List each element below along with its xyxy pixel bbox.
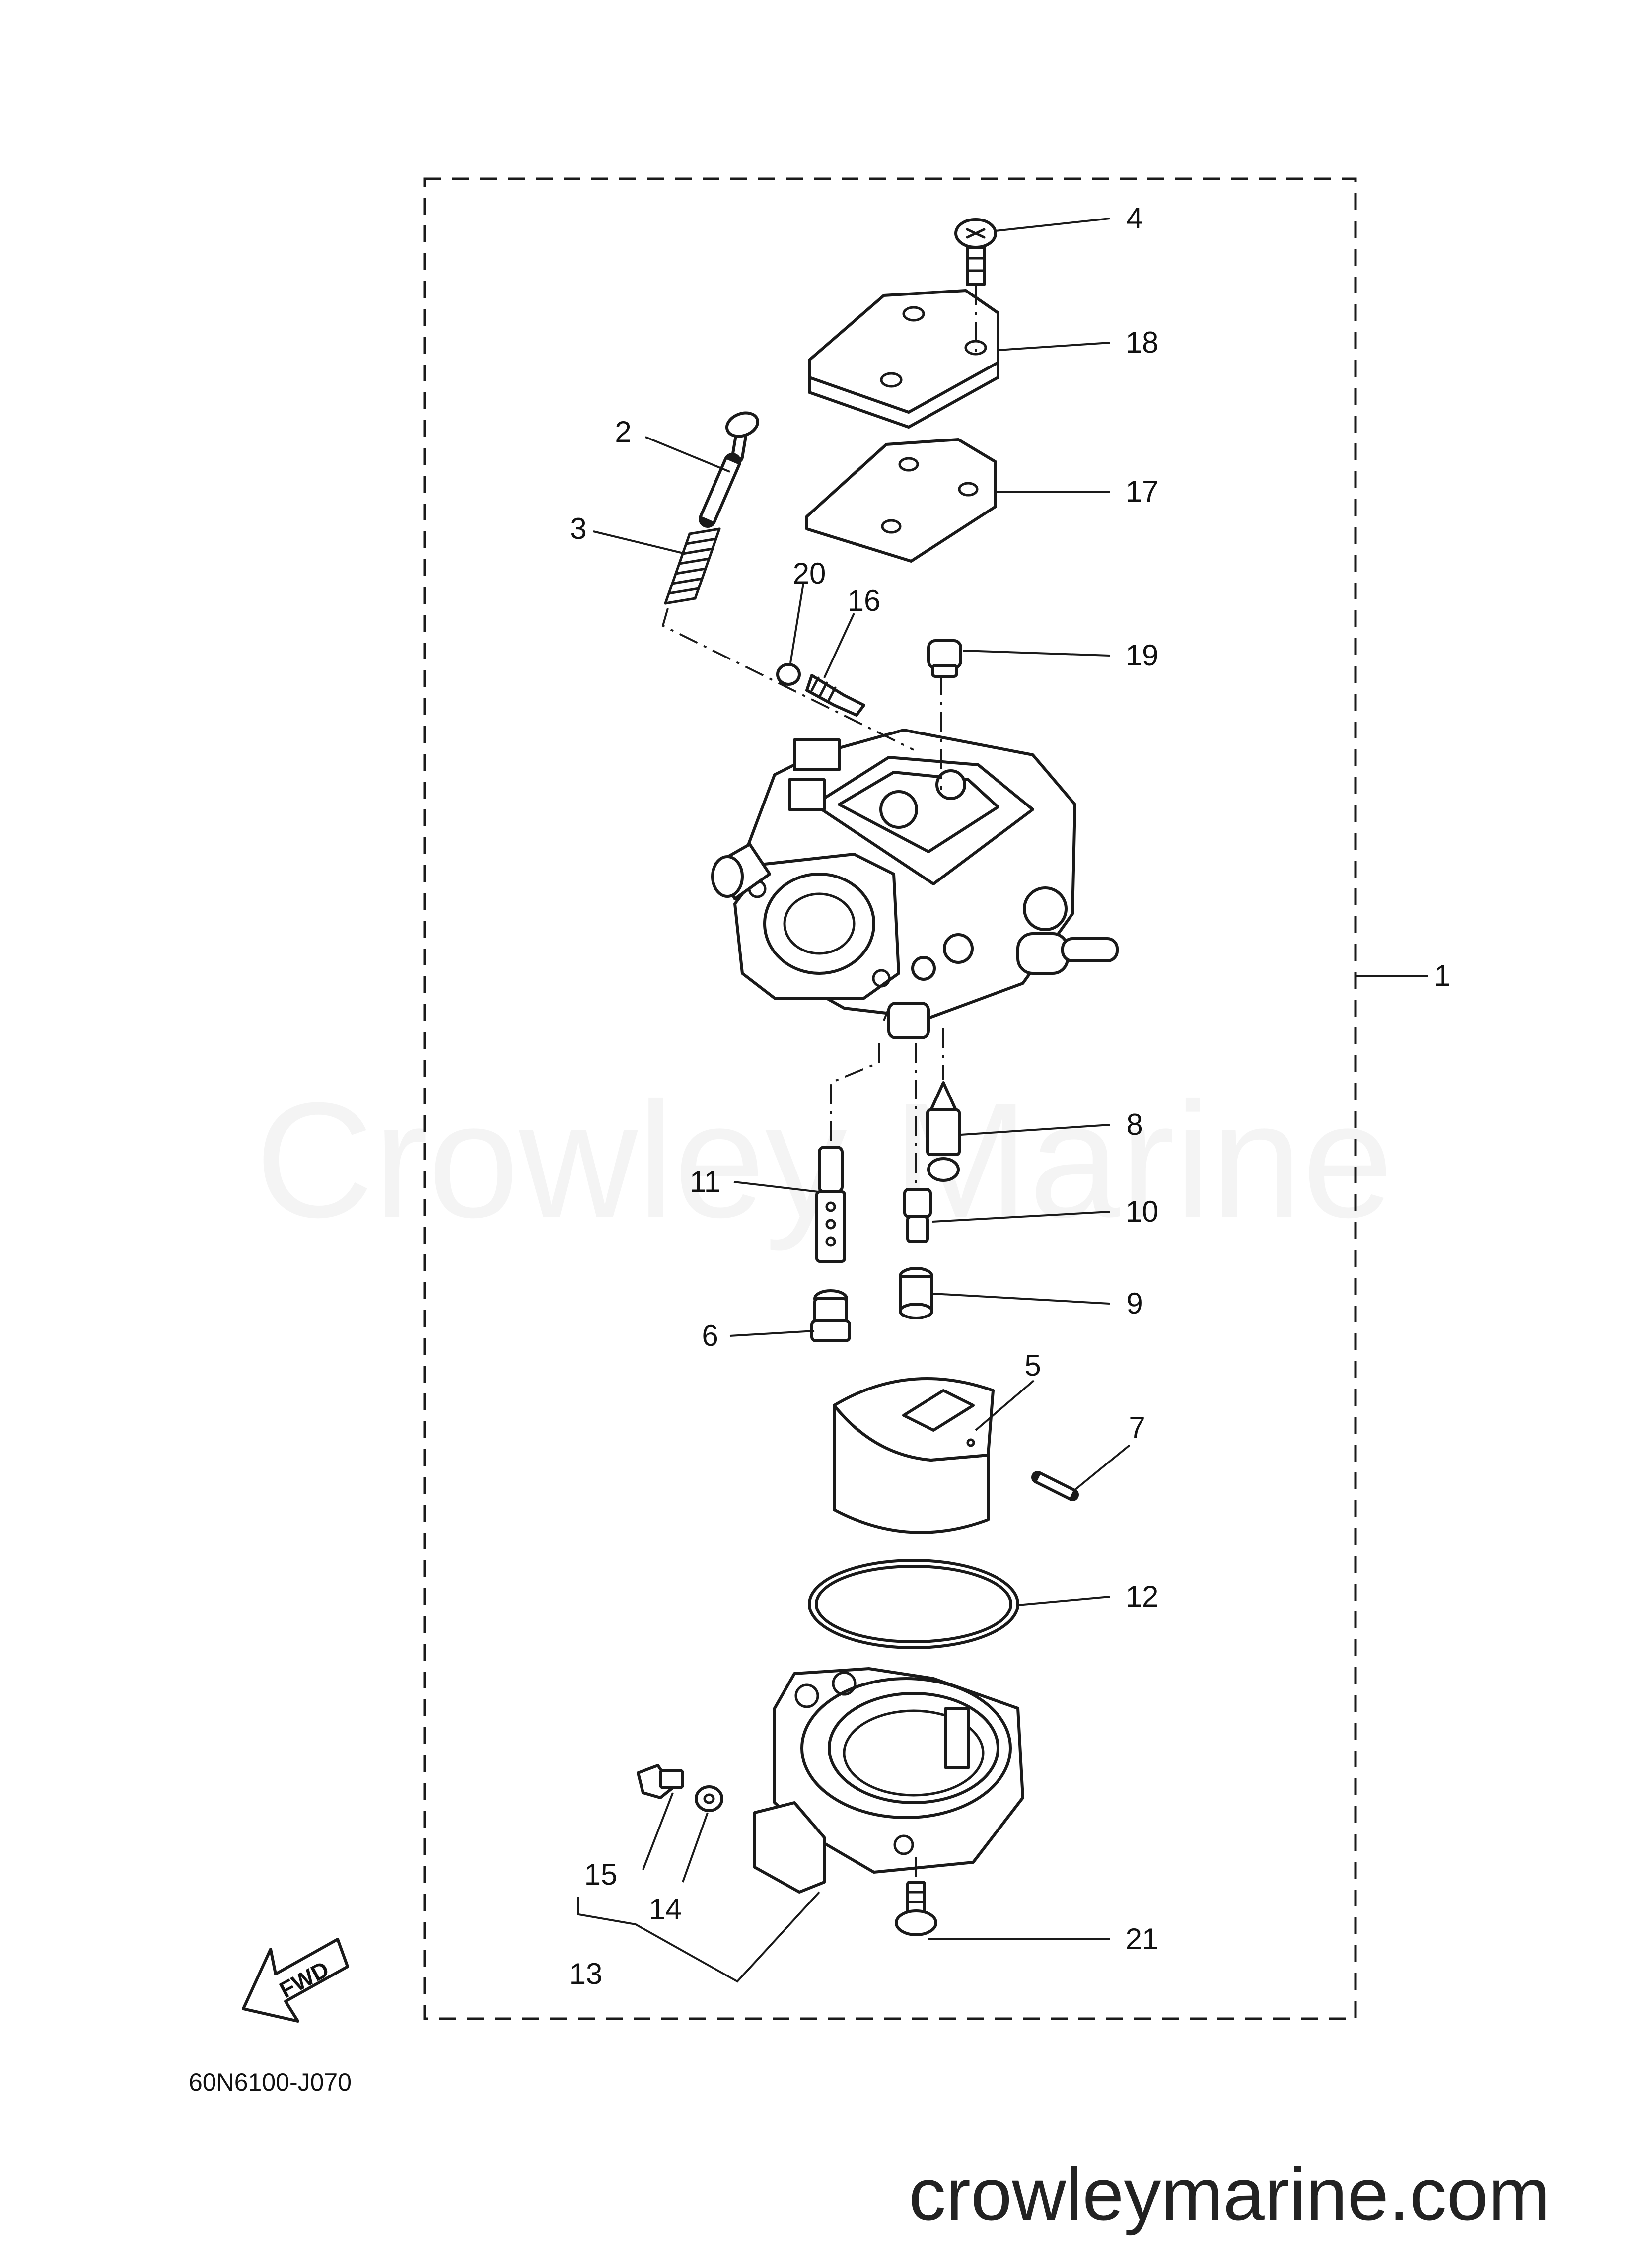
part-14-washer[interactable] xyxy=(695,1785,723,1812)
part-8-float-valve[interactable] xyxy=(926,1081,961,1182)
part-18-cover-plate[interactable] xyxy=(808,289,999,429)
callout-7: 7 xyxy=(1129,1411,1145,1444)
part-16-needle[interactable] xyxy=(805,674,865,717)
assembly-axis-lines xyxy=(661,286,977,1882)
callout-1: 1 xyxy=(1434,959,1450,992)
assembly-frame xyxy=(423,177,1357,2020)
part-code: 60N6100-J070 xyxy=(189,2068,352,2096)
part-3-spring[interactable] xyxy=(664,527,721,605)
callout-13: 13 xyxy=(570,1957,603,1990)
part-6-jet-plug[interactable] xyxy=(810,1289,851,1342)
callout-9: 9 xyxy=(1126,1287,1142,1320)
part-17-gasket[interactable] xyxy=(805,438,997,563)
callout-4: 4 xyxy=(1126,202,1142,235)
callout-16: 16 xyxy=(848,584,881,617)
callout-21: 21 xyxy=(1126,1922,1159,1956)
part-10-pilot-jet[interactable] xyxy=(903,1188,932,1243)
callout-20: 20 xyxy=(793,557,826,590)
callout-labels: 1 2 3 4 5 6 7 8 9 10 11 12 13 14 15 16 1… xyxy=(570,202,1451,1990)
leader-lines xyxy=(577,218,1428,1983)
callout-10: 10 xyxy=(1126,1195,1159,1228)
callout-5: 5 xyxy=(1024,1349,1041,1382)
callout-17: 17 xyxy=(1126,475,1159,508)
callout-2: 2 xyxy=(615,415,631,448)
fwd-arrow-icon: FWD xyxy=(242,1938,349,2023)
part-13-float-chamber[interactable] xyxy=(753,1667,1024,1894)
carburetor-body[interactable] xyxy=(711,729,1119,1039)
footer-url: crowleymarine.com xyxy=(909,2152,1550,2236)
part-2-pilot-screw[interactable] xyxy=(699,409,761,528)
part-20-o-ring[interactable] xyxy=(776,663,801,686)
part-19-plug[interactable] xyxy=(927,639,962,678)
part-15-drain-screw[interactable] xyxy=(637,1764,684,1799)
part-5-float[interactable] xyxy=(833,1377,995,1534)
part-21-screw[interactable] xyxy=(895,1881,937,1936)
callout-15: 15 xyxy=(584,1858,618,1891)
callout-11: 11 xyxy=(690,1165,720,1198)
callout-3: 3 xyxy=(570,512,586,545)
callout-8: 8 xyxy=(1126,1108,1142,1141)
part-4-screw[interactable] xyxy=(954,218,997,286)
part-11-main-nozzle[interactable] xyxy=(815,1146,846,1263)
part-9-main-jet[interactable] xyxy=(899,1267,933,1319)
callout-6: 6 xyxy=(702,1319,718,1352)
part-12-float-bowl-gasket[interactable] xyxy=(808,1559,1019,1649)
callout-12: 12 xyxy=(1126,1580,1159,1613)
callout-14: 14 xyxy=(649,1893,682,1926)
callout-19: 19 xyxy=(1126,639,1159,672)
callout-18: 18 xyxy=(1126,326,1159,359)
